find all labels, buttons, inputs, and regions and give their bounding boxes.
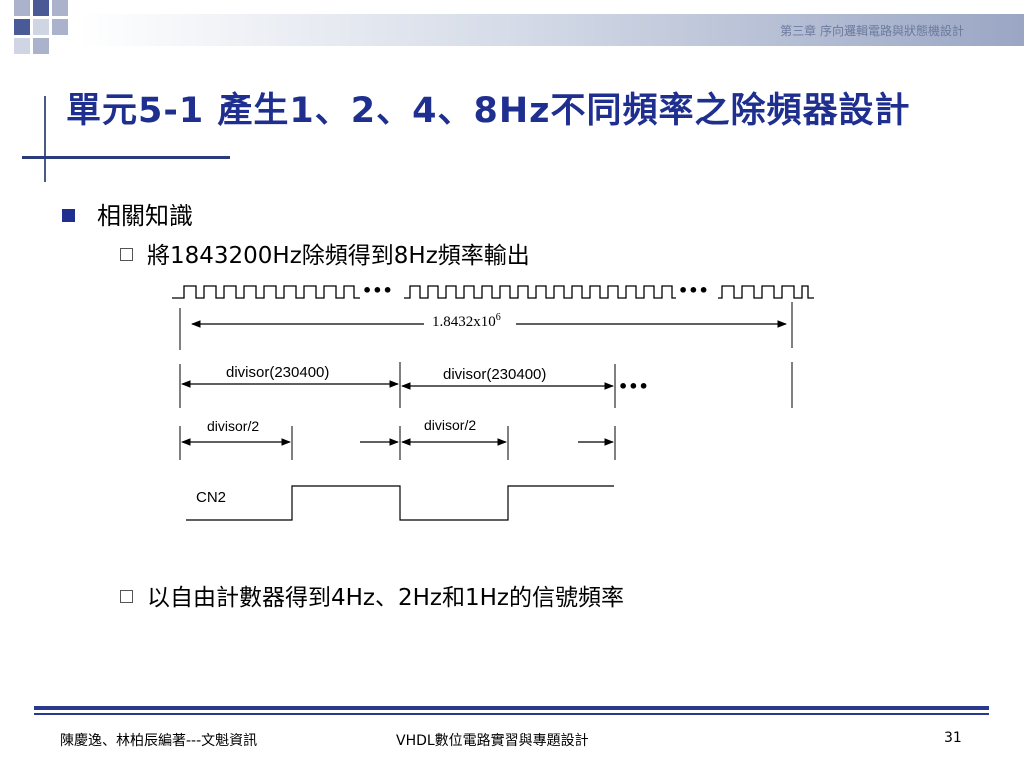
page-number: 31 [944, 730, 962, 746]
cn2-label: CN2 [196, 489, 226, 506]
footer-rule-thick [34, 706, 989, 710]
bullet-level1: 相關知識 [62, 196, 193, 231]
bullet-item-2-text: 以自由計數器得到4Hz、2Hz和1Hz的信號頻率 [147, 585, 625, 611]
clock-wave-3 [718, 285, 814, 299]
bullet-level1-text: 相關知識 [97, 202, 193, 230]
title-horizontal-rule [22, 156, 230, 159]
footer-book-title: VHDL數位電路實習與專題設計 [396, 733, 589, 749]
ellipsis-1: ••• [362, 281, 393, 300]
bullet-item-2: 以自由計數器得到4Hz、2Hz和1Hz的信號頻率 [120, 578, 624, 612]
footer-authors: 陳慶逸、林柏辰編著---文魁資訊 [60, 733, 258, 749]
cn2-waveform [186, 485, 614, 521]
square-bullet-icon [62, 208, 75, 222]
total-count-label: 1.8432x106 [432, 312, 501, 330]
header-bar [78, 14, 1024, 46]
bullet-item-1-text: 將1843200Hz除頻得到8Hz頻率輸出 [147, 243, 530, 269]
clock-wave-2 [404, 285, 676, 299]
footer-rule-thin [34, 713, 989, 715]
title-vertical-rule [44, 96, 46, 182]
clock-wave-1 [172, 285, 360, 299]
hollow-square-bullet-icon [120, 248, 133, 261]
bullet-item-1: 將1843200Hz除頻得到8Hz頻率輸出 [120, 236, 530, 270]
ellipsis-3: ••• [618, 377, 649, 396]
chapter-title: 第三章 序向邏輯電路與狀態機設計 [780, 24, 964, 38]
divisor-label-1: divisor(230400) [226, 364, 329, 381]
corner-decoration [14, 0, 68, 54]
ellipsis-2: ••• [678, 281, 709, 300]
divisor-label-2: divisor(230400) [443, 366, 546, 383]
half-divisor-label-1: divisor/2 [207, 418, 259, 434]
hollow-square-bullet-icon [120, 590, 133, 603]
slide-title: 單元5-1 產生1、2、4、8Hz不同頻率之除頻器設計 [66, 91, 911, 131]
half-divisor-label-2: divisor/2 [424, 417, 476, 433]
